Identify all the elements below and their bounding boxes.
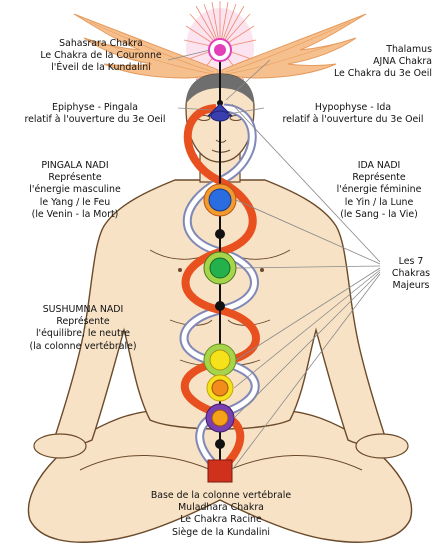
thalamus-line-1: Thalamus [386, 44, 432, 55]
left-wing [73, 13, 219, 79]
sushumna-line-4: (la colonne vertébrale) [29, 340, 137, 352]
solar-plexus-chakra [203, 343, 237, 377]
node-dot-1 [215, 229, 225, 239]
chakras [203, 38, 237, 483]
label-pingala: PINGALA NADI Représente l'énergie mascul… [18, 160, 132, 221]
pingala-line-2: Représente [48, 172, 102, 184]
label-ida: IDA NADI Représente l'énergie féminine l… [322, 160, 436, 221]
ida-line-5: (le Sang - la Vie) [340, 208, 418, 220]
muladhara-line-1: Base de la colonne vertébrale [150, 490, 292, 501]
throat-chakra [203, 183, 237, 217]
right-hand [355, 433, 409, 459]
thalamus-line-3: Le Chakra du 3e Oeil [334, 68, 432, 80]
muladhara-line-3: Le Chakra Racine [180, 514, 262, 526]
sushumna-line-3: l'équilibre, le neutre [35, 328, 131, 340]
label-muladhara: Base de la colonne vertébrale Muladhara … [136, 490, 306, 539]
sahasrara-line-3: l'Éveil de la Kundalini [51, 62, 151, 74]
pingala-line-4: le Yang / le Feu [39, 196, 111, 208]
right-wing [221, 13, 367, 79]
chakras-line-3: Majeurs [392, 280, 430, 292]
epiphyse-line-1: Epiphyse - Pingala [52, 102, 138, 113]
label-epiphyse: Epiphyse - Pingala relatif à l'ouverture… [14, 102, 176, 126]
heart-chakra [203, 251, 237, 285]
label-sushumna: SUSHUMNA NADI Représente l'équilibre, le… [22, 304, 144, 353]
chakras-line-1: Les 7 [398, 256, 424, 267]
pingala-line-1: PINGALA NADI [41, 160, 109, 171]
hypophyse-line-1: Hypophyse - Ida [314, 102, 392, 113]
chakras-line-2: Chakras [391, 268, 431, 280]
muladhara-line-2: Muladhara Chakra [178, 502, 264, 514]
node-dot-2 [215, 301, 225, 311]
label-7-chakras: Les 7 Chakras Majeurs [382, 256, 440, 293]
muladhara-line-4: Siège de la Kundalini [171, 526, 271, 538]
ida-line-1: IDA NADI [357, 160, 401, 171]
crown-chakra [208, 38, 232, 62]
label-sahasrara: Sahasrara Chakra Le Chakra de la Couronn… [30, 38, 172, 75]
label-hypophyse: Hypophyse - Ida relatif à l'ouverture du… [270, 102, 436, 126]
sushumna-line-1: SUSHUMNA NADI [42, 304, 124, 315]
leader-lines [167, 49, 381, 471]
sacral-chakra [206, 374, 234, 402]
thalamus-line-2: AJNA Chakra [373, 56, 432, 68]
pingala-line-5: (le Venin - la Mort) [31, 208, 119, 220]
sahasrara-line-1: Sahasrara Chakra [59, 38, 143, 49]
epiphyse-line-2: relatif à l'ouverture du 3e Oeil [24, 114, 166, 126]
label-thalamus: Thalamus AJNA Chakra Le Chakra du 3e Oei… [300, 44, 432, 81]
ida-line-2: Représente [352, 172, 406, 184]
sahasrara-line-2: Le Chakra de la Couronne [40, 50, 162, 62]
wings [73, 13, 367, 79]
left-hand [33, 433, 87, 459]
pingala-line-3: l'énergie masculine [29, 184, 121, 196]
hair [186, 74, 254, 104]
third-eye-chakra [206, 100, 234, 122]
root-chakra [207, 459, 233, 483]
ida-line-3: l'énergie féminine [336, 184, 422, 196]
sushumna-line-2: Représente [56, 316, 110, 328]
ida-line-4: le Yin / la Lune [344, 196, 414, 208]
node-dot-3 [215, 439, 225, 449]
hypophyse-line-2: relatif à l'ouverture du 3e Oeil [282, 114, 424, 126]
lower-violet-chakra [205, 403, 235, 433]
